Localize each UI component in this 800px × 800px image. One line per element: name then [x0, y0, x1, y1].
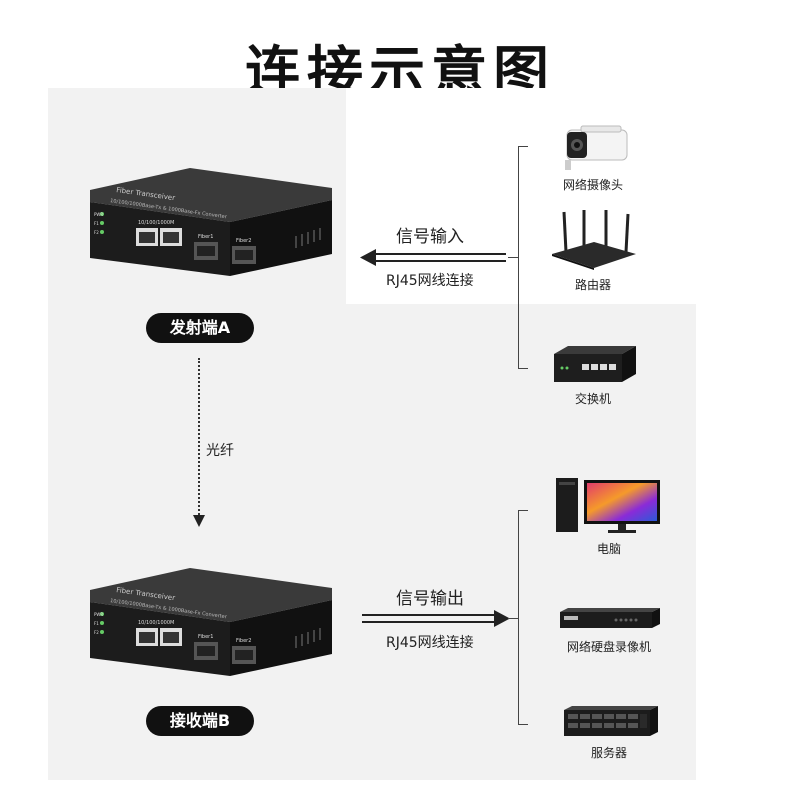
receiver-converter: Fiber Transceiver 10/100/1000Base-Tx & 1… [70, 550, 360, 690]
computer-icon [556, 478, 660, 533]
svg-text:F2: F2 [94, 230, 99, 235]
fiber-label: 光纤 [206, 443, 234, 459]
svg-text:F1: F1 [94, 621, 99, 626]
converter-device-icon: Fiber Transceiver 10/100/1000Base-Tx & 1… [90, 168, 332, 276]
device-computer: 电脑 [534, 476, 684, 557]
server-icon [564, 706, 658, 736]
device-label: 网络摄像头 [562, 178, 623, 192]
device-nvr: 网络硬盘录像机 [534, 606, 684, 655]
device-server: 服务器 [534, 704, 684, 761]
sender-converter: Fiber Transceiver 10/100/1000Base-Tx & 1… [70, 150, 360, 290]
panel-cutout [346, 88, 696, 304]
device-label: 交换机 [574, 392, 611, 406]
device-label: 网络硬盘录像机 [566, 640, 651, 654]
svg-text:Fiber2: Fiber2 [236, 238, 251, 244]
nvr-icon [560, 608, 660, 628]
svg-text:F1: F1 [94, 221, 99, 226]
input-bracket [518, 146, 519, 368]
fiber-arrow-icon [193, 515, 205, 527]
svg-text:F2: F2 [94, 630, 99, 635]
svg-text:Fiber2: Fiber2 [236, 638, 251, 644]
switch-icon [554, 346, 636, 382]
camera-icon [565, 125, 628, 170]
input-arrow-icon [360, 249, 506, 266]
svg-text:Fiber1: Fiber1 [198, 634, 213, 640]
device-label: 路由器 [574, 278, 611, 292]
device-router: 路由器 [518, 208, 668, 293]
input-link-sub: RJ45网线连接 [386, 273, 474, 289]
receiver-label: 接收端B [146, 706, 254, 736]
svg-text:PWR: PWR [94, 212, 103, 217]
device-label: 电脑 [596, 542, 621, 556]
output-link-label: 信号输出 [396, 589, 464, 609]
output-arrow-icon [362, 610, 510, 627]
fiber-line [198, 358, 200, 518]
svg-text:10/100/1000M: 10/100/1000M [138, 220, 174, 226]
output-link-sub: RJ45网线连接 [386, 635, 474, 651]
sender-label: 发射端A [146, 313, 254, 343]
router-icon [552, 210, 636, 270]
device-switch: 交换机 [518, 344, 668, 407]
svg-text:PWR: PWR [94, 612, 103, 617]
device-label: 服务器 [590, 746, 627, 760]
svg-text:Fiber1: Fiber1 [198, 234, 213, 240]
svg-text:10/100/1000M: 10/100/1000M [138, 620, 174, 626]
device-camera: 网络摄像头 [518, 124, 668, 193]
output-bracket [518, 510, 519, 724]
input-link-label: 信号输入 [396, 227, 464, 247]
converter-device-icon: Fiber Transceiver 10/100/1000Base-Tx & 1… [90, 568, 332, 676]
